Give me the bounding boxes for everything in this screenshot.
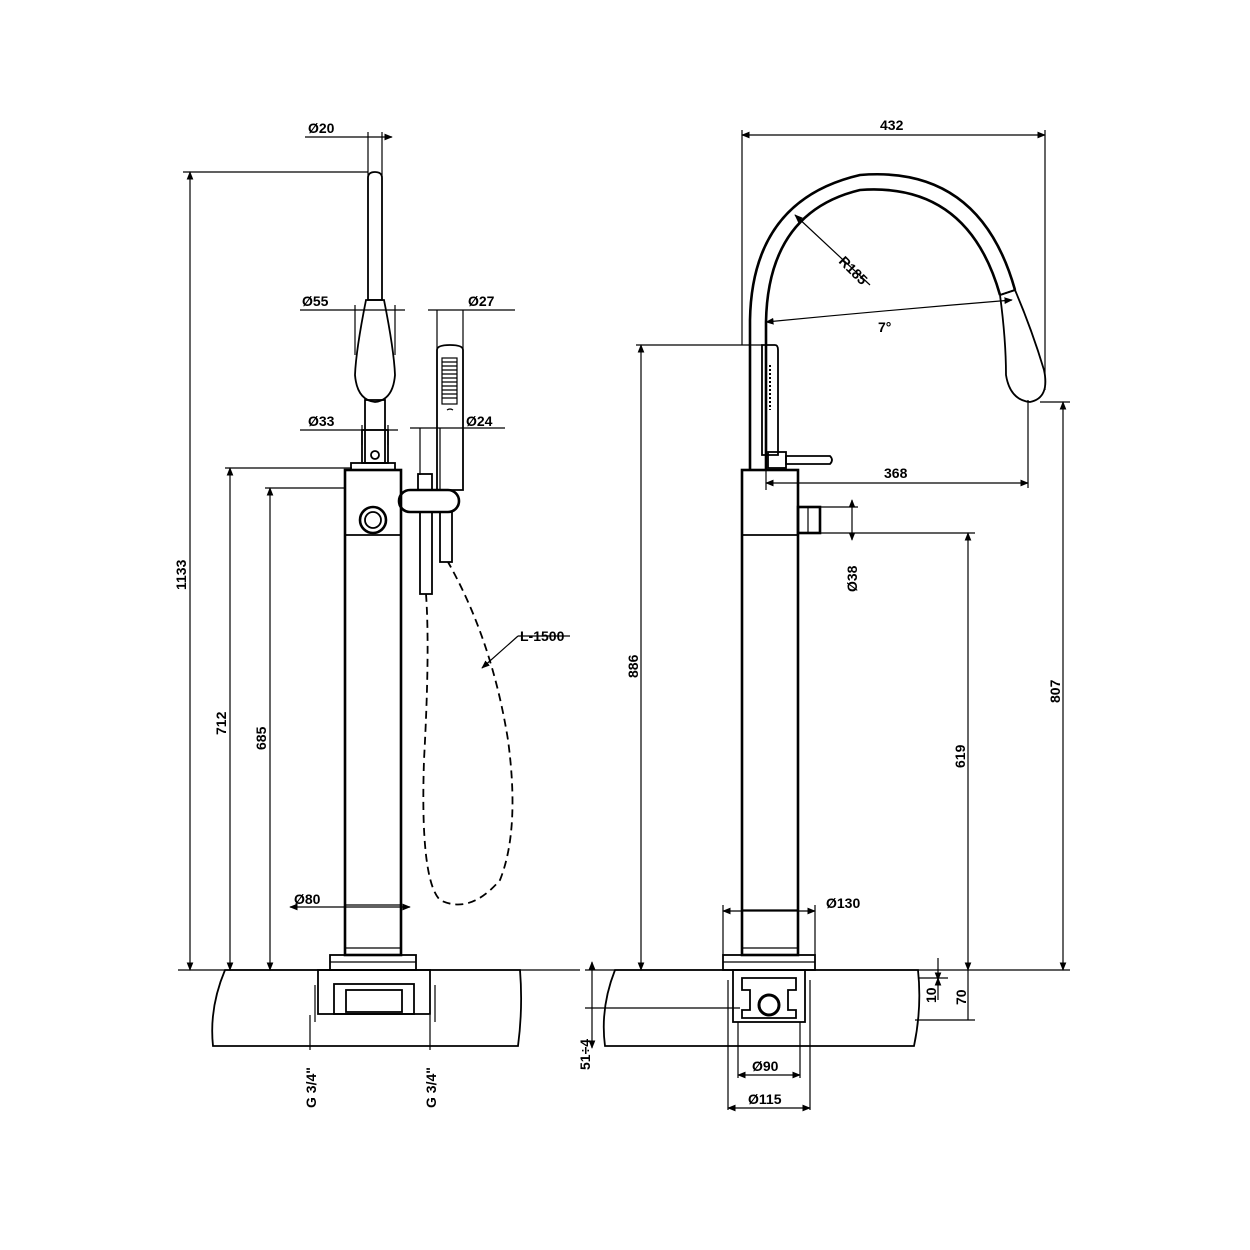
dim-r185-lines bbox=[794, 214, 871, 286]
dim-51: 51÷4 bbox=[577, 1039, 593, 1070]
hand-shower bbox=[397, 344, 464, 595]
dim-d38-lines bbox=[820, 499, 975, 541]
dim-432: 432 bbox=[880, 117, 904, 133]
dim-70: 70 bbox=[953, 989, 969, 1005]
arched-spout bbox=[748, 172, 1047, 470]
dim-thread-left: G 3/4" bbox=[303, 1067, 319, 1108]
floor-slab-left bbox=[178, 969, 580, 1047]
dim-d130: Ø130 bbox=[826, 895, 860, 911]
dim-10: 10 bbox=[923, 987, 939, 1003]
dim-d90: Ø90 bbox=[752, 1058, 779, 1074]
dim-619: 619 bbox=[952, 744, 968, 768]
front-view: L-1500 Ø20 Ø55 Ø27 Ø33 bbox=[173, 120, 580, 1108]
floor-slab-right bbox=[585, 969, 1070, 1047]
shower-hose bbox=[422, 561, 514, 906]
spout-front bbox=[354, 171, 396, 464]
dim-712-lines bbox=[225, 467, 352, 971]
dim-d55: Ø55 bbox=[302, 293, 329, 309]
dim-d27-lines bbox=[428, 309, 515, 350]
dim-d55-lines bbox=[300, 305, 405, 355]
dim-d24: Ø24 bbox=[466, 413, 493, 429]
dim-432-lines bbox=[741, 130, 1046, 390]
dim-368-lines bbox=[765, 400, 1029, 490]
dim-angle-lines bbox=[765, 297, 1013, 325]
dim-d130-lines bbox=[722, 905, 816, 955]
dim-685-lines bbox=[265, 487, 345, 971]
dim-807-lines bbox=[1040, 401, 1070, 971]
column-body bbox=[343, 462, 403, 957]
dim-368: 368 bbox=[884, 465, 908, 481]
thread-leaders bbox=[309, 1015, 431, 1050]
dim-807: 807 bbox=[1047, 679, 1063, 703]
dim-hose-length: L-1500 bbox=[520, 628, 565, 644]
concealed-box-left bbox=[314, 954, 436, 1022]
side-column bbox=[740, 468, 822, 957]
hose-leader bbox=[481, 635, 570, 669]
dim-d38: Ø38 bbox=[844, 565, 860, 592]
dim-685: 685 bbox=[253, 726, 269, 750]
dim-d33-lines bbox=[300, 425, 398, 445]
dim-r185: R185 bbox=[836, 253, 871, 288]
dim-thread-right: G 3/4" bbox=[423, 1067, 439, 1108]
side-hand-shower bbox=[761, 344, 833, 469]
dim-d80: Ø80 bbox=[294, 891, 321, 907]
side-view: 432 R185 7° 368 Ø38 886 bbox=[577, 117, 1070, 1112]
dim-1133-lines bbox=[183, 171, 368, 971]
concealed-box-right bbox=[722, 954, 816, 1110]
dim-712: 712 bbox=[213, 711, 229, 735]
dim-d33: Ø33 bbox=[308, 413, 335, 429]
dim-d20: Ø20 bbox=[308, 120, 335, 136]
dim-886: 886 bbox=[625, 654, 641, 678]
dim-10-70-lines bbox=[915, 958, 975, 1021]
dim-d115: Ø115 bbox=[748, 1091, 782, 1107]
dim-d27: Ø27 bbox=[468, 293, 495, 309]
dim-886-lines bbox=[636, 344, 762, 971]
dim-1133: 1133 bbox=[173, 559, 189, 590]
dim-d24-lines bbox=[410, 427, 505, 490]
dim-angle: 7° bbox=[878, 319, 891, 335]
